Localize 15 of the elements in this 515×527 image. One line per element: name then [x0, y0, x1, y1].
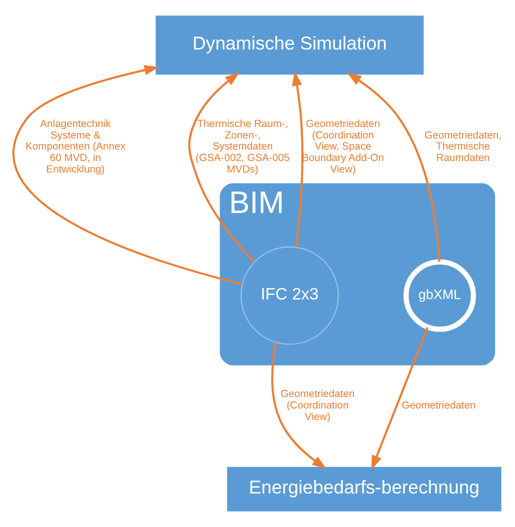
edge-label: Thermische Raum-, Zonen-, Systemdaten (GSA-002, GSA-005 MVDs) — [195, 118, 290, 176]
arrow — [188, 72, 254, 263]
edge-label: Geometriedaten — [401, 400, 476, 412]
node-box: Dynamische Simulation — [155, 16, 424, 75]
arrow — [270, 342, 326, 469]
edge-label: Anlagentechnik Systeme & Komponenten (Annex 60 MVD, in Entwicklung) — [25, 118, 125, 176]
arrow — [12, 65, 242, 286]
arrow — [292, 71, 303, 248]
edge-label: Geometriedaten, Thermische Raumdaten — [424, 130, 501, 164]
node-box: Energiebedarfs-berechnung — [226, 466, 501, 512]
arrow — [370, 327, 428, 470]
edge-label: Geometriedaten (Coordination View) — [280, 388, 354, 423]
node-circle: IFC 2x3 — [240, 246, 338, 345]
arrow — [346, 72, 440, 262]
node-circle: gbXML — [403, 259, 476, 332]
